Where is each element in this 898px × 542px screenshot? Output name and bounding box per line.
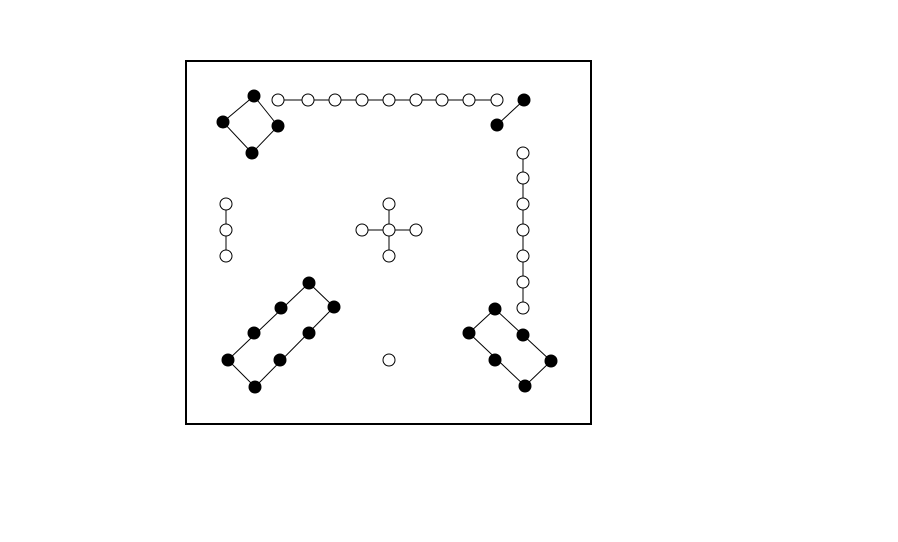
right-column-hollow-node bbox=[516, 275, 530, 289]
right-column-hollow-node bbox=[516, 301, 530, 315]
top-row-hollow-node bbox=[355, 93, 369, 107]
bottom-left-rectangle-filled-node bbox=[327, 300, 341, 314]
top-left-square-filled-node bbox=[247, 89, 261, 103]
bottom-left-rectangle-filled-node bbox=[248, 380, 262, 394]
top-row-hollow-node bbox=[462, 93, 476, 107]
bottom-center-hollow-node bbox=[382, 353, 396, 367]
bottom-right-rectangle-filled-node bbox=[518, 379, 532, 393]
bottom-left-rectangle-filled-node bbox=[274, 301, 288, 315]
center-cross-hollow-node bbox=[382, 197, 396, 211]
diagram-frame bbox=[185, 60, 592, 425]
center-cross-hollow-node bbox=[409, 223, 423, 237]
bottom-left-rectangle-filled-node bbox=[302, 326, 316, 340]
top-left-square-filled-node bbox=[216, 115, 230, 129]
top-left-square-edge bbox=[222, 95, 255, 123]
nodes-layer bbox=[216, 89, 558, 394]
center-cross-hollow-node bbox=[355, 223, 369, 237]
top-right-pair-filled-node bbox=[517, 93, 531, 107]
top-left-square-filled-node bbox=[245, 146, 259, 160]
edges-layer bbox=[222, 95, 552, 388]
top-row-hollow-node bbox=[409, 93, 423, 107]
right-column-hollow-node bbox=[516, 171, 530, 185]
bottom-left-rectangle-filled-node bbox=[247, 326, 261, 340]
center-cross-hollow-node bbox=[382, 249, 396, 263]
bottom-right-rectangle-filled-node bbox=[488, 353, 502, 367]
top-row-hollow-node bbox=[328, 93, 342, 107]
left-column-hollow-node bbox=[219, 223, 233, 237]
bottom-right-rectangle-filled-node bbox=[544, 354, 558, 368]
bottom-left-rectangle-edge bbox=[254, 306, 335, 388]
bottom-left-rectangle-filled-node bbox=[302, 276, 316, 290]
top-row-hollow-node bbox=[382, 93, 396, 107]
top-row-hollow-node bbox=[435, 93, 449, 107]
top-left-square-edge bbox=[222, 121, 253, 154]
right-column-hollow-node bbox=[516, 249, 530, 263]
bottom-right-rectangle-filled-node bbox=[516, 328, 530, 342]
bottom-left-rectangle-filled-node bbox=[273, 353, 287, 367]
bottom-left-rectangle-edge bbox=[227, 282, 310, 361]
top-row-hollow-node bbox=[490, 93, 504, 107]
left-column-hollow-node bbox=[219, 249, 233, 263]
right-column-hollow-node bbox=[516, 223, 530, 237]
top-right-pair-filled-node bbox=[490, 118, 504, 132]
bottom-left-rectangle-filled-node bbox=[221, 353, 235, 367]
bottom-right-rectangle-filled-node bbox=[462, 326, 476, 340]
right-column-hollow-node bbox=[516, 146, 530, 160]
center-cross-hollow-node bbox=[382, 223, 396, 237]
top-row-hollow-node bbox=[301, 93, 315, 107]
bottom-right-rectangle-filled-node bbox=[488, 302, 502, 316]
top-left-square-filled-node bbox=[271, 119, 285, 133]
top-row-hollow-node bbox=[271, 93, 285, 107]
right-column-hollow-node bbox=[516, 197, 530, 211]
left-column-hollow-node bbox=[219, 197, 233, 211]
